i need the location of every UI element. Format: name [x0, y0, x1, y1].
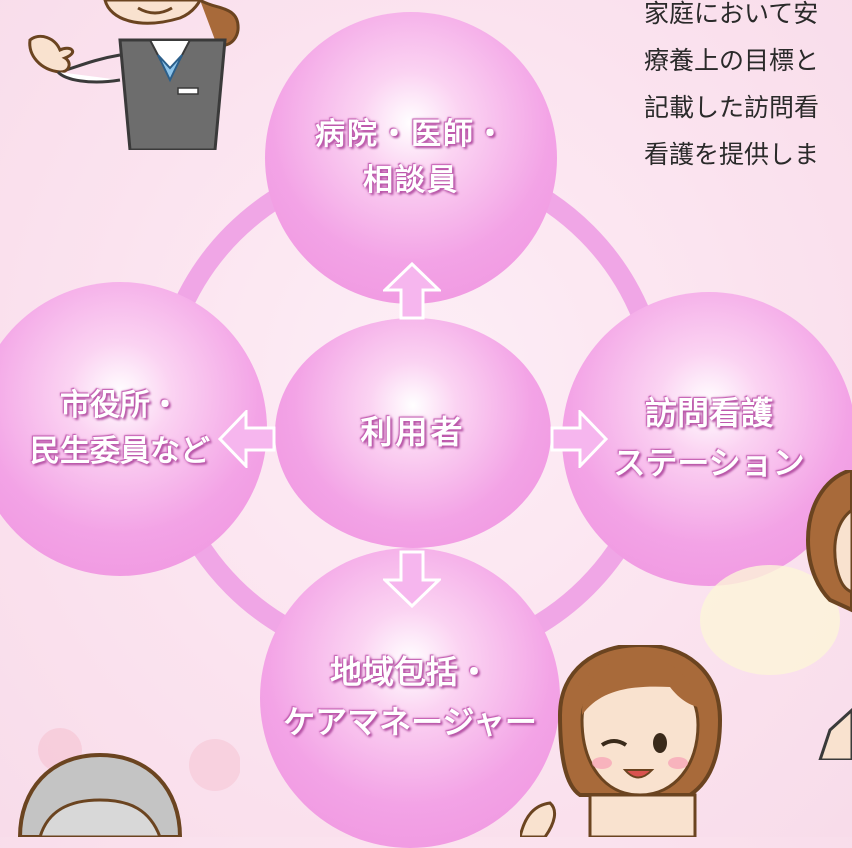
node-label: ケアマネージャー [283, 703, 537, 741]
arrow-right-icon [550, 410, 608, 468]
description-line: 記載した訪問看 [644, 93, 820, 122]
node-label: 病院・医師・ [315, 116, 507, 152]
node-label: 利用者 [360, 413, 466, 452]
arrow-up-icon [383, 262, 441, 320]
regional-care-manager-node: 地域包括・ ケアマネージャー [260, 548, 560, 848]
elderly-person-illustration [17, 728, 240, 837]
node-label: 民生委員など [30, 434, 210, 469]
node-label: 地域包括・ [329, 653, 490, 692]
visiting-nurse-station-node: 訪問看護 ステーション [562, 292, 852, 586]
description-line: 看護を提供しま [644, 140, 820, 169]
winking-woman-illustration [520, 645, 723, 837]
node-label: 訪問看護 [644, 394, 773, 433]
city-hall-node: 市役所・ 民生委員など [0, 282, 267, 576]
node-label: 市役所・ [60, 387, 180, 423]
arrow-left-icon [218, 410, 276, 468]
arrow-down-icon [383, 550, 441, 608]
woman-partial-illustration [700, 470, 852, 760]
node-label: ステーション [613, 444, 805, 482]
user-center-node: 利用者 [275, 318, 551, 548]
description-line: 療養上の目標と [644, 46, 820, 75]
description-line: 家庭において安 [644, 0, 819, 28]
node-label: 相談員 [363, 163, 459, 198]
description-text: 家庭において安 療養上の目標と 記載した訪問看 看護を提供しま [644, 0, 852, 178]
staff-woman-illustration [28, 0, 240, 150]
hospital-doctor-node: 病院・医師・ 相談員 [265, 12, 557, 304]
